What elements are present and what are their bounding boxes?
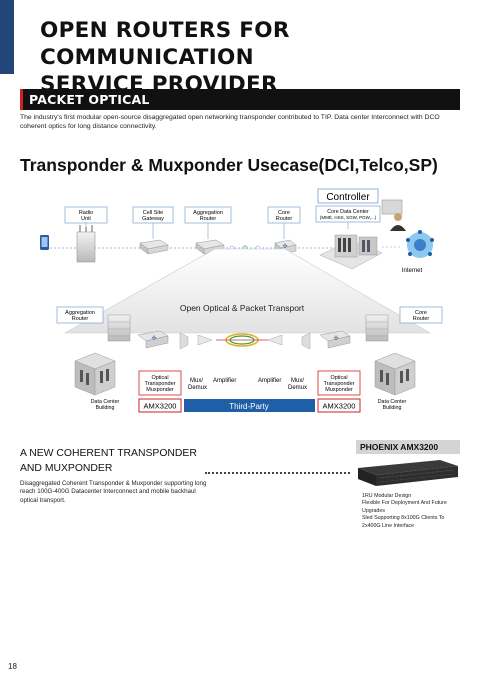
svg-text:Building: Building	[96, 405, 115, 411]
cell-site-gateway-label: Cell Site Gateway	[132, 206, 174, 224]
transponder-left-icon: ✣	[137, 330, 169, 349]
mobile-phone-icon	[40, 235, 49, 250]
controller-label: Controller	[317, 188, 379, 204]
subsection-title: A NEW COHERENT TRANSPONDER AND MUXPONDER	[20, 446, 210, 476]
svg-text:Third-Party: Third-Party	[229, 402, 269, 411]
optical-transponder-right-label: Optical Transponder Muxponder	[317, 370, 361, 396]
svg-text:Aggregation: Aggregation	[65, 310, 95, 316]
feature-item: 1RU Modular Design	[362, 493, 412, 499]
side-accent-bar	[0, 0, 14, 74]
svg-text:Transponder: Transponder	[145, 381, 176, 387]
transport-cloud	[63, 248, 432, 334]
svg-text:Mux/: Mux/	[190, 378, 203, 384]
svg-text:Unit: Unit	[81, 216, 91, 222]
svg-text:Transponder: Transponder	[324, 381, 355, 387]
core-router-right-label: Core Router	[399, 306, 443, 324]
dotted-divider	[205, 472, 350, 474]
mux-demux-left-label: Mux/ Demux	[188, 378, 207, 391]
data-center-left-label: Data Center Building	[91, 399, 120, 411]
intro-paragraph: The industry's first modular open-source…	[20, 114, 440, 130]
internet-globe-icon: Internet	[402, 230, 434, 274]
svg-text:Optical: Optical	[151, 375, 168, 381]
svg-text:Gateway: Gateway	[142, 216, 164, 222]
svg-text:Demux: Demux	[188, 385, 207, 391]
product-card-header	[356, 440, 460, 454]
mux-demux-right-label: Mux/ Demux	[288, 378, 307, 391]
svg-text:Muxponder: Muxponder	[325, 387, 353, 393]
optical-transponder-left-label: Optical Transponder Muxponder	[138, 370, 182, 396]
core-router-stack-icon	[365, 314, 389, 342]
aggregation-router-stack-icon	[107, 314, 131, 342]
mux-left-icon	[179, 332, 189, 350]
svg-text:Data Center: Data Center	[378, 399, 407, 405]
subsection-title-line-1: A NEW COHERENT TRANSPONDER	[20, 448, 197, 459]
title-line-1: OPEN ROUTERS FOR COMMUNICATION	[40, 18, 290, 70]
amx3200-right-badge: AMX3200	[317, 398, 361, 413]
fiber-coil-icon	[216, 333, 268, 347]
radio-unit-icon	[76, 225, 96, 263]
core-router-top-label: Core Router	[267, 206, 301, 224]
transponder-right-icon: ✣	[319, 330, 351, 349]
transport-label: Open Optical & Packet Transport	[180, 303, 305, 313]
svg-text:Core: Core	[278, 210, 290, 216]
svg-text:(MME, HSS, SGW, PGW,...): (MME, HSS, SGW, PGW,...)	[320, 215, 377, 220]
radio-unit-label: Radio Unit	[64, 206, 108, 224]
data-center-right-label: Data Center Building	[378, 399, 407, 411]
data-center-right-icon	[374, 352, 416, 396]
data-center-left-icon	[74, 352, 116, 396]
svg-text:✣: ✣	[333, 335, 338, 342]
amplifier-right-label: Amplifier	[258, 378, 281, 384]
svg-text:Building: Building	[383, 405, 402, 411]
product-card: PHOENIX AMX3200 1RU Modular Design Flexi…	[356, 440, 460, 530]
section-header-label: PACKET OPTICAL	[29, 92, 150, 107]
mux-right-icon	[301, 332, 311, 350]
product-feature-list: 1RU Modular Design Flexible For Deployme…	[362, 493, 460, 530]
amx3200-left-badge: AMX3200	[138, 398, 182, 413]
svg-text:Cell Site: Cell Site	[143, 210, 163, 216]
third-party-bar: Third-Party	[184, 399, 315, 412]
svg-text:Router: Router	[200, 216, 217, 222]
diagram-title: Transponder & Muxponder Usecase(DCI,Telc…	[20, 155, 438, 175]
aggregation-router-left-label: Aggregation Router	[56, 306, 104, 324]
product-card-title: PHOENIX AMX3200	[360, 442, 439, 452]
section-header-bar	[20, 89, 460, 110]
svg-text:Demux: Demux	[288, 385, 307, 391]
cell-site-gateway-icon	[139, 239, 169, 255]
svg-text:Core: Core	[415, 310, 427, 316]
svg-text:AMX3200: AMX3200	[323, 402, 356, 411]
svg-text:Router: Router	[72, 316, 89, 322]
svg-text:Core Data Center: Core Data Center	[327, 209, 369, 215]
svg-text:Router: Router	[413, 316, 430, 322]
core-data-center-label: Core Data Center (MME, HSS, SGW, PGW,...…	[315, 205, 381, 223]
svg-text:Data Center: Data Center	[91, 399, 120, 405]
controller-operator-icon	[381, 199, 406, 231]
feature-item: Sled Supporting 8x100G Clients To 2x400G…	[362, 515, 445, 529]
page-number: 18	[8, 662, 17, 671]
section-header-accent	[20, 89, 23, 110]
svg-text:✣: ✣	[151, 335, 156, 342]
svg-text:Radio: Radio	[79, 210, 93, 216]
amplifier-left-icon	[197, 334, 213, 346]
feature-item: Flexible For Deployment And Future Upgra…	[362, 500, 447, 514]
internet-label: Internet	[402, 268, 423, 274]
subsection-body: Disaggregated Coherent Transponder & Mux…	[20, 480, 207, 504]
svg-text:✣: ✣	[282, 243, 287, 250]
amx3200-device-image	[358, 460, 458, 486]
svg-text:Mux/: Mux/	[291, 378, 304, 384]
svg-text:Aggregation: Aggregation	[193, 210, 223, 216]
amplifier-right-icon	[267, 334, 283, 346]
svg-text:Controller: Controller	[326, 192, 370, 203]
subsection-title-line-2: AND MUXPONDER	[20, 463, 113, 474]
svg-text:Optical: Optical	[330, 375, 347, 381]
amplifier-left-label: Amplifier	[213, 378, 236, 384]
svg-text:Router: Router	[276, 216, 293, 222]
aggregation-router-top-label: Aggregation Router	[184, 206, 232, 224]
page-title: OPEN ROUTERS FOR COMMUNICATION SERVICE P…	[40, 17, 470, 98]
core-data-center-icon	[319, 234, 383, 270]
svg-text:Muxponder: Muxponder	[146, 387, 174, 393]
svg-text:AMX3200: AMX3200	[144, 402, 177, 411]
network-diagram: Radio Unit Cell Site Gateway Aggregation…	[40, 188, 443, 413]
